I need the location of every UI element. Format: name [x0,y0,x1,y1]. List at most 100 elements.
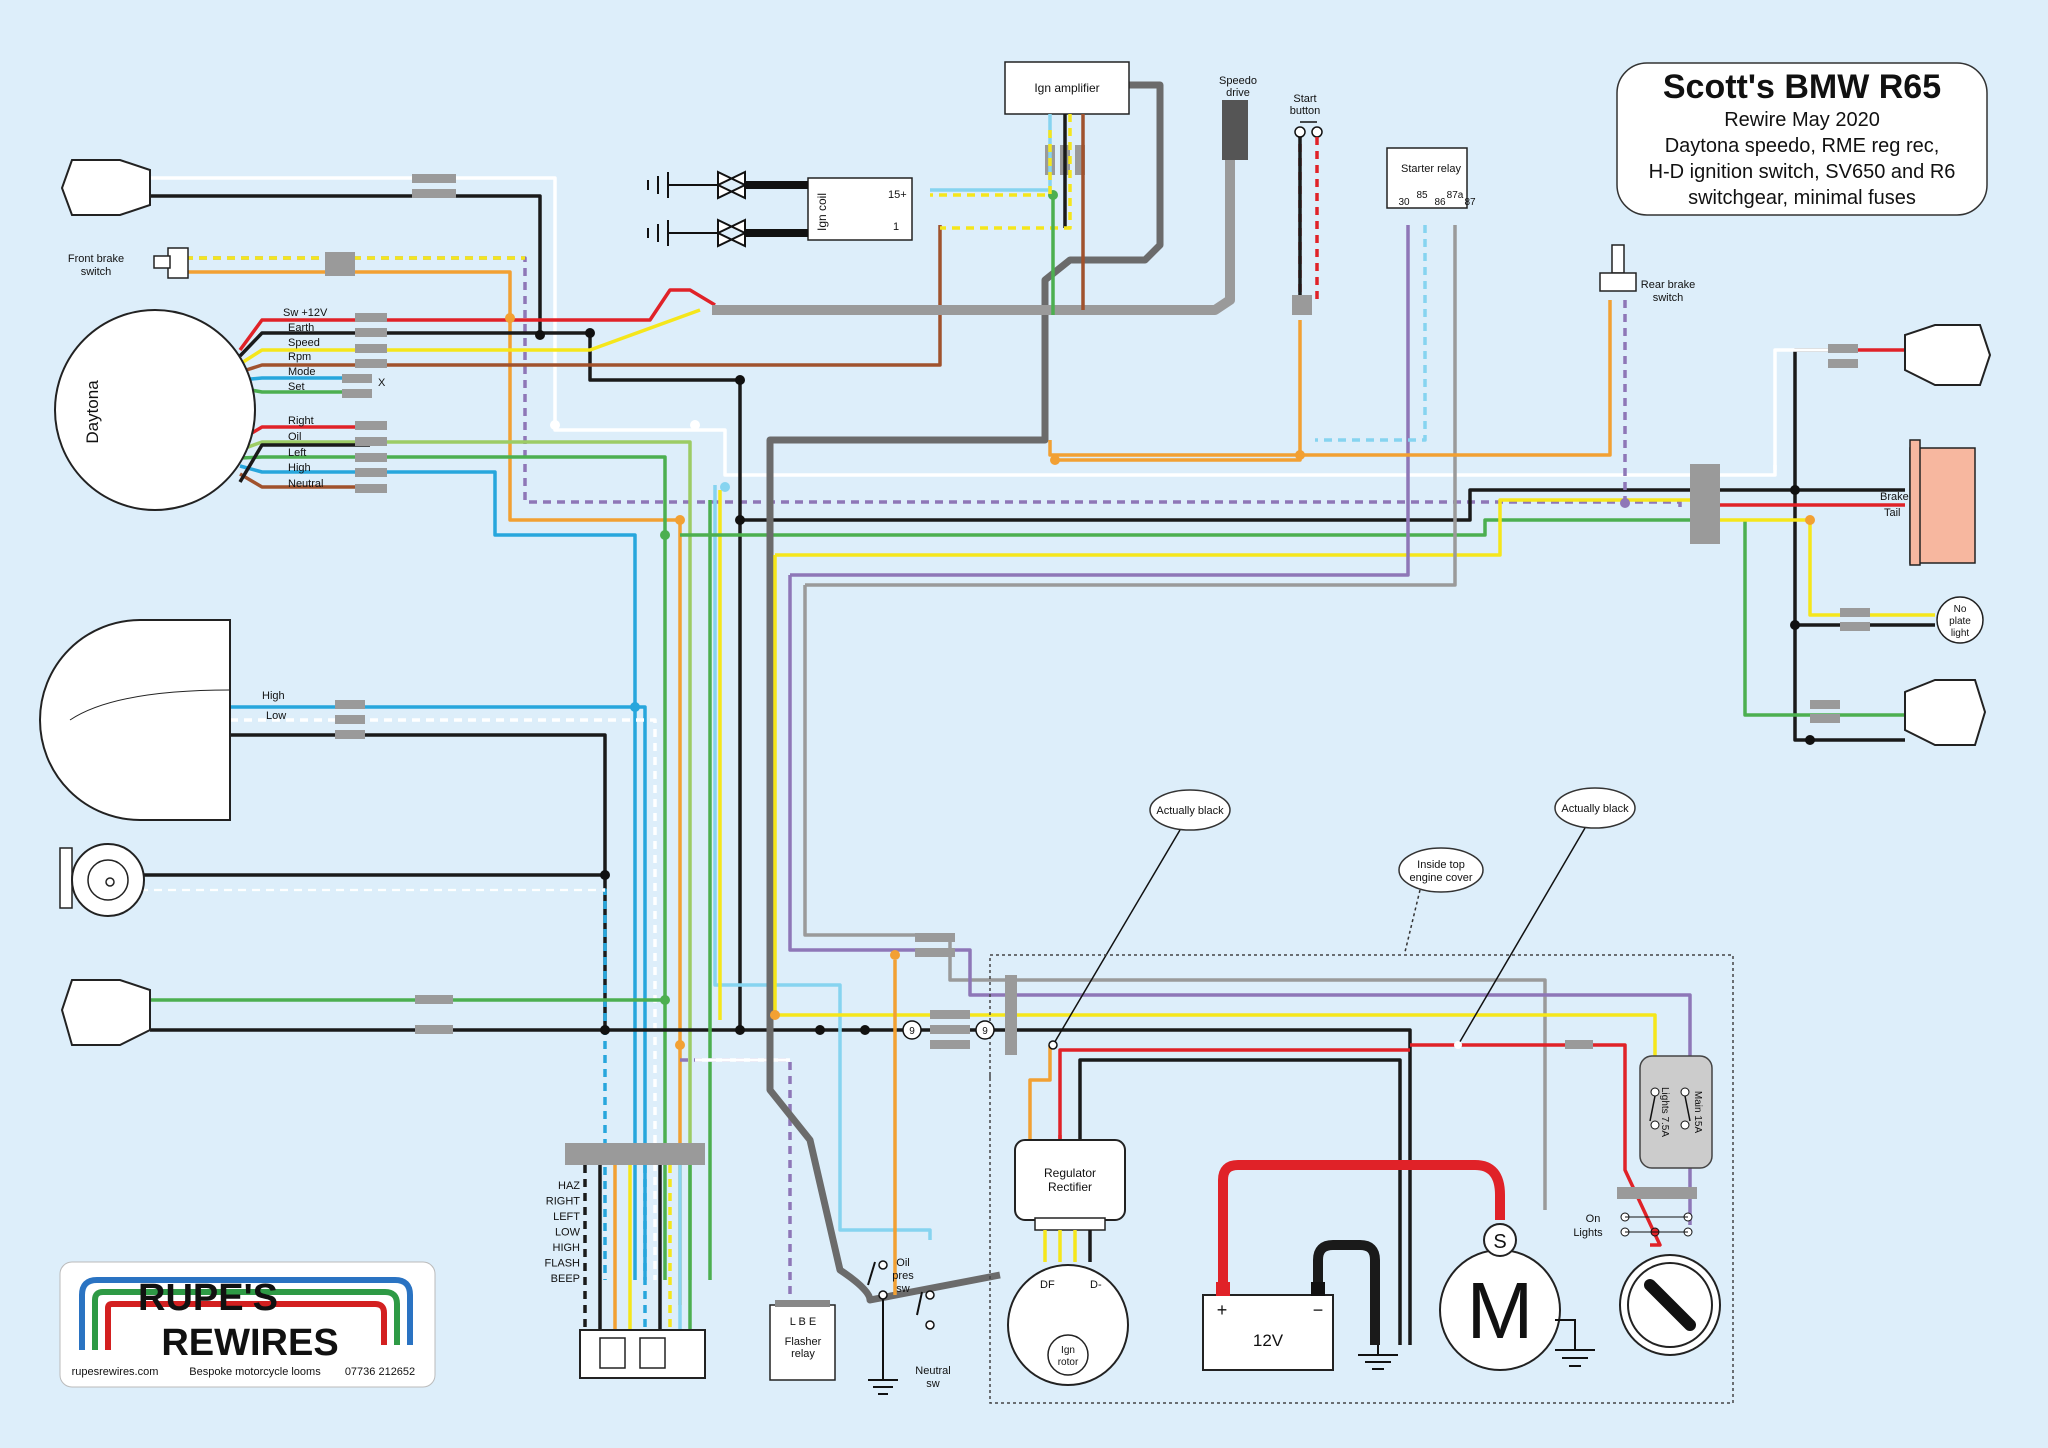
front-brake-label-1: Front brake [68,253,124,265]
no-plate-label-2: plate [1949,616,1971,627]
start-button-label-2: button [1290,105,1321,117]
speedo-pin-label: Right [288,415,314,427]
daytona-label: Daytona [83,380,102,444]
speedo-pin-label: Speed [288,337,320,349]
logo-line2: REWIRES [161,1322,338,1364]
ign-rotor-label-2: rotor [1058,1357,1079,1368]
neutral-label-2: sw [926,1378,940,1390]
relay-87-label: 87 [1464,197,1476,208]
relay-85-label: 85 [1416,190,1428,201]
speedo-pin-label: Set [288,381,305,393]
speedo-pin-label: Rpm [288,351,311,363]
speedo-pin-label: High [288,462,311,474]
ign-amplifier-label: Ign amplifier [1034,81,1099,95]
fuse-main-label: Main 15A [1692,1091,1703,1134]
lights-label: Lights [1573,1227,1603,1239]
nine-badge-a: 9 [909,1026,915,1037]
starter-relay: Starter relay 30 85 86 87a 87 [1386,147,1476,209]
battery-plus-label: + [1217,1300,1228,1320]
neutral-label-1: Neutral [915,1365,950,1377]
front-brake-switch: Front brake switch [68,247,189,279]
annotation-label-2: Actually black [1561,803,1629,815]
speedo-pin-label: Neutral [288,478,323,490]
logo-website: rupesrewires.com [72,1366,159,1378]
neutral-switch: Neutral sw [915,1290,951,1390]
no-plate-label-1: No [1954,604,1967,615]
title-box: Scott's BMW R65 Rewire May 2020 Daytona … [1616,62,1988,216]
coil-15-label: 15+ [888,189,907,201]
ground-symbol-main [1358,1345,1398,1370]
speedo-pin-labels: Sw +12VEarthSpeedRpmModeSetRightOilLeftH… [283,307,328,490]
title-line1: Rewire May 2020 [1724,109,1880,131]
connectors [325,145,1870,1199]
switch-function-label: HIGH [553,1242,581,1254]
rear-left-indicator [60,979,151,1046]
logo-tagline: Bespoke motorcycle looms [189,1366,321,1378]
rear-brake-label-2: switch [1653,292,1684,304]
fuse-lights-label: Lights 7.5A [1659,1087,1670,1137]
speedo-pin-label: Earth [288,322,314,334]
df-label: DF [1040,1279,1055,1291]
headlight: High Low [39,619,286,821]
battery: + − 12V [1202,1160,1505,1371]
title-line3: H-D ignition switch, SV650 and R6 [1649,161,1956,183]
relay-86-label: 86 [1434,197,1446,208]
switch-function-label: LEFT [553,1211,580,1223]
inside-top-label-2: engine cover [1410,872,1473,884]
relay-87a-label: 87a [1447,190,1464,201]
oil-label-3: sw [896,1283,910,1295]
solenoid-label: S [1493,1231,1506,1253]
ignition-switch: On Lights [1573,1212,1721,1356]
start-button-label-1: Start [1293,93,1316,105]
speedo-pin-label: Sw +12V [283,307,328,319]
no-plate-label-3: light [1951,628,1970,639]
switch-function-label: RIGHT [546,1196,581,1208]
switch-function-label: LOW [555,1227,581,1239]
starter-motor: M S [1439,1223,1595,1371]
headlight-low-label: Low [266,710,286,722]
start-button: Start button [1290,93,1323,300]
ign-amplifier: Ign amplifier [1004,61,1130,115]
tail-light: Brake Tail [1880,439,1976,566]
annotation-inside-top: Inside top engine cover [1398,847,1484,953]
annotation-label-1: Actually black [1156,805,1224,817]
battery-minus-label: − [1313,1300,1324,1320]
regrec-label-1: Regulator [1044,1166,1096,1180]
motor-label: M [1467,1266,1534,1355]
annotation-actually-black-2: Actually black [1454,787,1636,1049]
mode-x-label: X [378,377,386,389]
speedo-drive: Speedo drive [1219,75,1257,99]
title-line2: Daytona speedo, RME reg rec, [1665,135,1940,157]
speedo-pin-label: Left [288,447,306,459]
title-main: Scott's BMW R65 [1663,68,1941,106]
flasher-relay: L B E Flasher relay [769,1300,836,1381]
switchgear-wires [583,1165,692,1330]
tail-label: Tail [1884,507,1901,519]
ign-rotor-label-1: Ign [1061,1345,1075,1356]
annotation-actually-black-1: Actually black [1048,789,1231,1050]
rear-brake-label-1: Rear brake [1641,279,1695,291]
engine-cover-box [989,954,1734,1404]
speedo-drive-label-2: drive [1226,87,1250,99]
regrec-label-2: Rectifier [1048,1180,1092,1194]
rear-right-indicator [1904,679,1987,746]
ign-coil-label: Ign coil [815,193,829,231]
switch-function-label: HAZ [558,1180,580,1192]
oil-label-1: Oil [896,1257,909,1269]
battery-label: 12V [1253,1331,1284,1350]
rear-brake-switch: Rear brake switch [1599,244,1695,304]
headlight-high-label: High [262,690,285,702]
front-brake-label-2: switch [81,266,112,278]
junction-dots [505,190,1815,1050]
regulator-rectifier: Regulator Rectifier [1014,1135,1126,1262]
wires [140,81,1935,1345]
speedo-drive-label-1: Speedo [1219,75,1257,87]
dminus-label: D- [1090,1279,1102,1291]
speedo-pin-label: Mode [288,366,316,378]
starter-relay-label: Starter relay [1401,163,1461,175]
oil-pressure-switch: Oil pres sw [867,1257,914,1395]
flasher-label-2: relay [791,1348,815,1360]
coil-1-label: 1 [893,221,899,233]
